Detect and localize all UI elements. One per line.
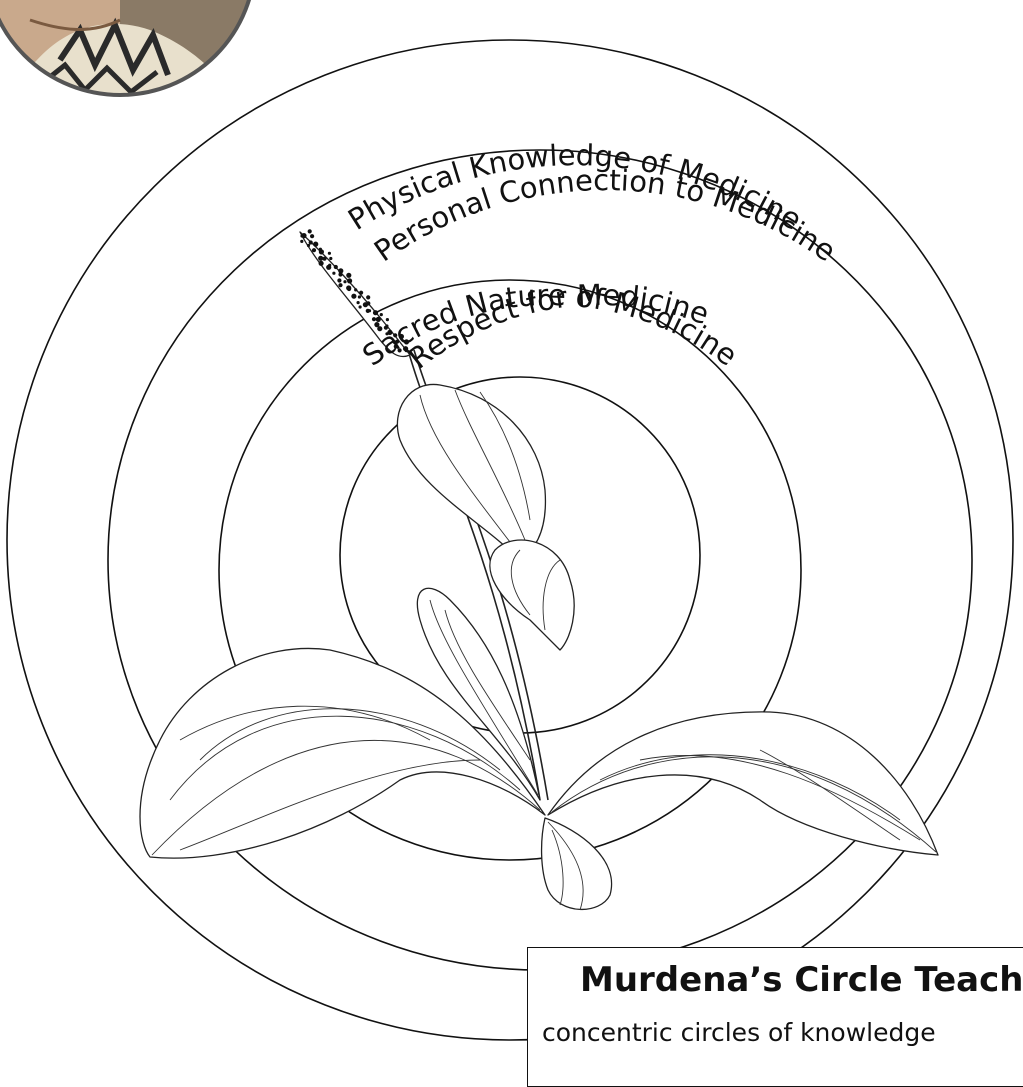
seed-dot (309, 240, 313, 244)
seed-dot (386, 318, 389, 321)
seed-dot (319, 261, 324, 266)
seed-dot (307, 244, 310, 247)
seed-dot (329, 257, 332, 260)
seed-dot (358, 295, 361, 298)
seed-dot (310, 234, 314, 238)
seed-dot (366, 301, 370, 305)
seed-dot (338, 283, 342, 287)
seed-dot (359, 291, 363, 295)
seed-dot (373, 310, 378, 315)
seed-dot (337, 278, 341, 282)
caption-box: Murdena’s Circle Teachings concentric ci… (527, 947, 1023, 1087)
profile-photo (0, 0, 260, 100)
seed-dot (334, 265, 338, 269)
seed-dot (359, 305, 362, 308)
seed-dot (354, 288, 357, 291)
seed-dot (343, 280, 346, 283)
seed-dot (372, 317, 376, 321)
seed-dot (308, 229, 312, 233)
seed-dot (366, 309, 370, 313)
seed-dot (312, 248, 316, 252)
caption-title: Murdena’s Circle Teachings (580, 960, 1023, 1000)
seed-dot (332, 272, 335, 275)
seed-dot (366, 295, 370, 299)
seed-dot (346, 273, 351, 278)
caption-text: concentric circles of knowledge (542, 1018, 936, 1047)
seed-dot (322, 257, 326, 261)
seed-dot (313, 242, 318, 247)
seed-dot (328, 252, 331, 255)
seed-dot (300, 240, 303, 243)
plantain-plant-icon (140, 229, 938, 910)
seed-dot (328, 264, 331, 267)
seed-dot (319, 248, 322, 251)
seed-dot (301, 233, 306, 238)
seed-dot (380, 313, 383, 316)
seed-dot (357, 301, 360, 304)
seed-dot (346, 285, 351, 290)
seed-dot (351, 294, 356, 299)
seed-dot (376, 317, 381, 322)
seed-dot (347, 278, 352, 283)
seed-dot (338, 268, 343, 273)
